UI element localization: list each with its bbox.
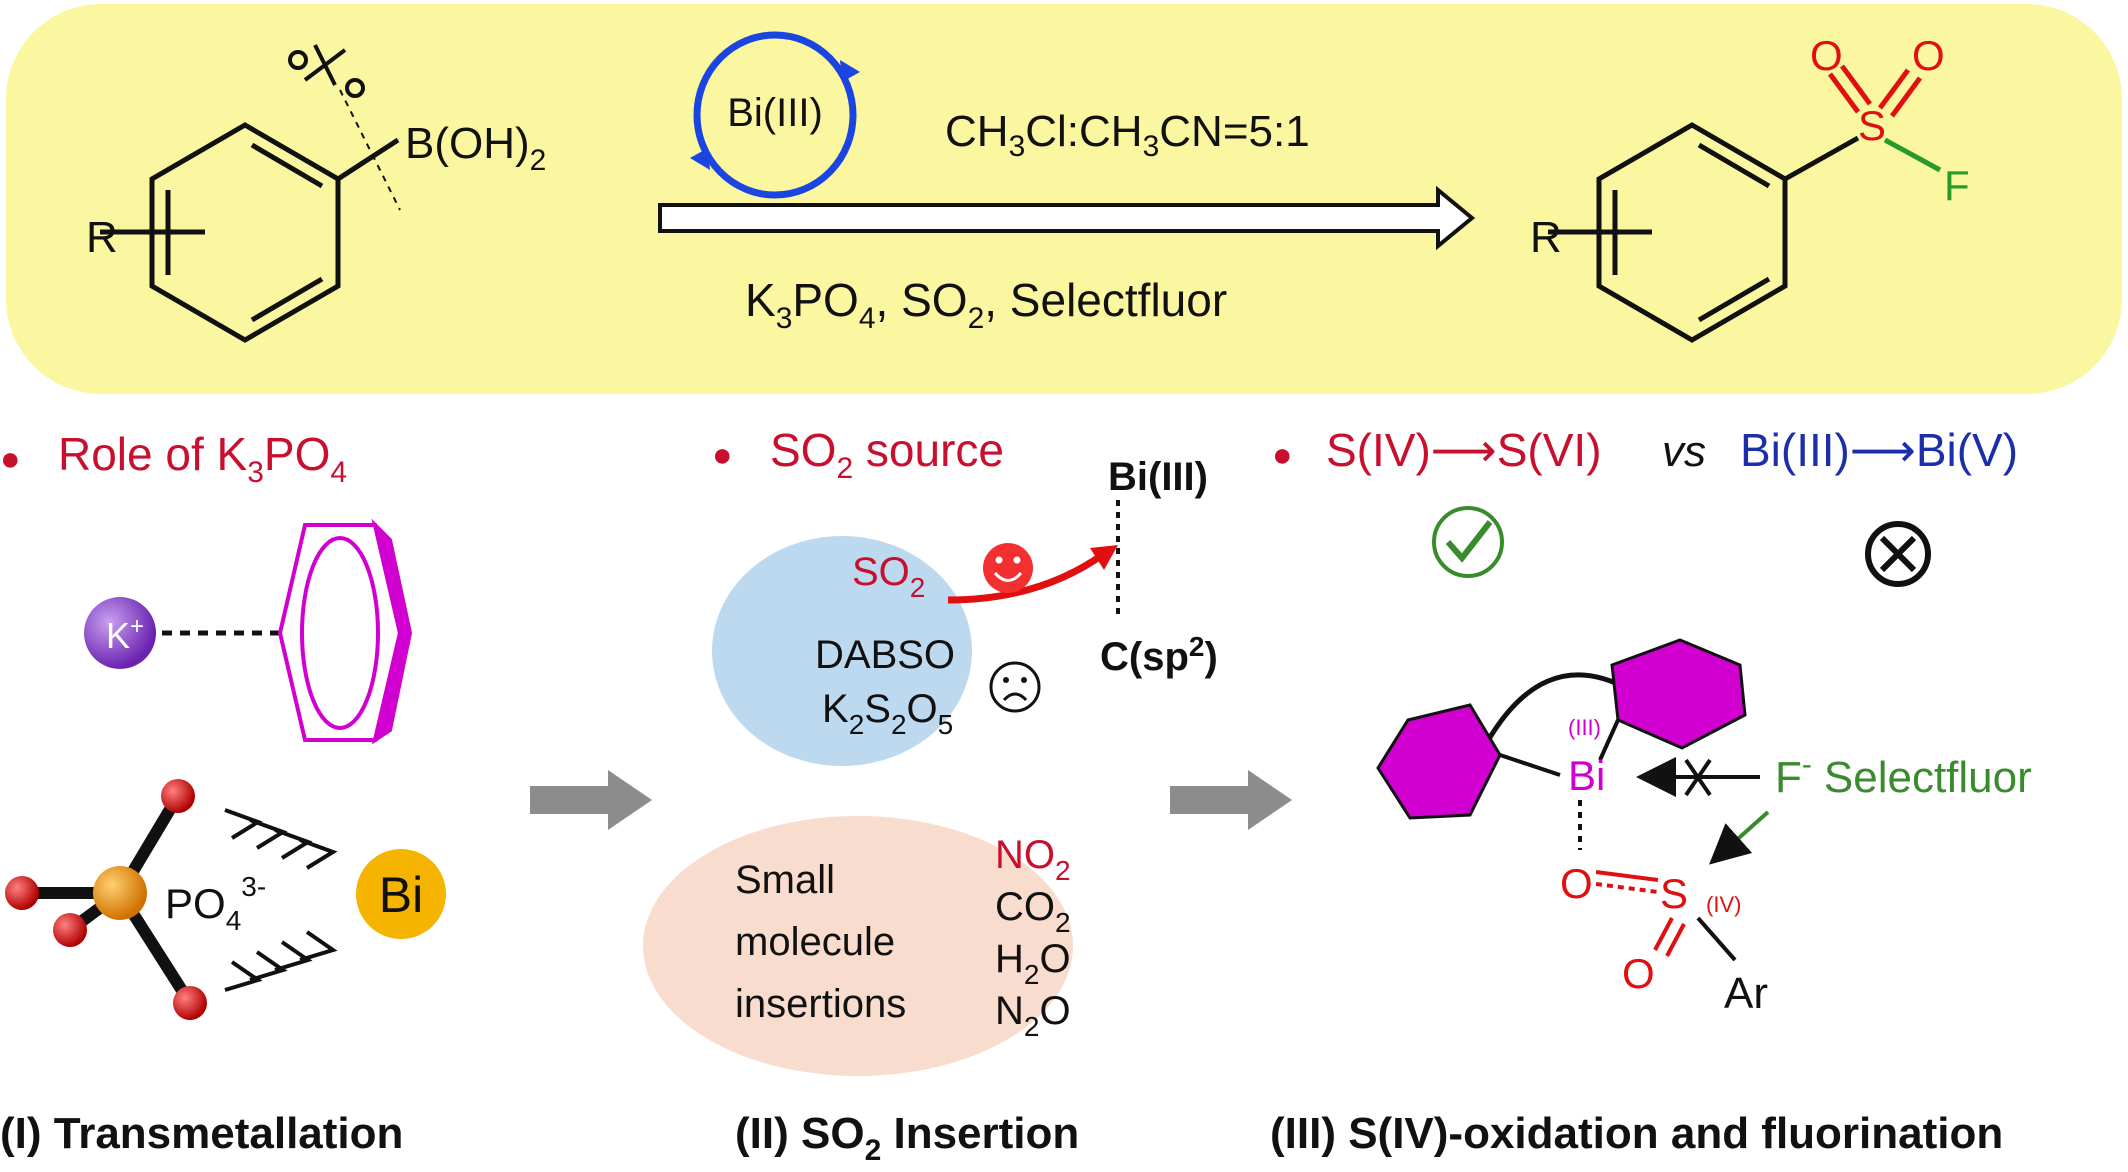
sulfinyl-oxygen: O <box>1622 950 1655 997</box>
potassium-ion <box>84 597 156 669</box>
oxygen-atom <box>173 986 207 1020</box>
panel-transmetallation: ● Role of K3PO4 K+ PO43- B <box>0 428 446 1158</box>
dabso-label: DABSO <box>815 633 955 677</box>
aryl-ring-left <box>1376 703 1502 820</box>
small-molecule-bubble <box>643 816 1073 1076</box>
reactant-benzene <box>100 122 400 343</box>
caption-oxidation-fluorination: (III) S(IV)-oxidation and fluorination <box>1270 1109 2003 1158</box>
heading-so2-source: SO2 source <box>770 424 1004 485</box>
step-arrow-2 <box>1170 770 1292 830</box>
interaction-chevrons <box>224 808 338 992</box>
gas-n2o: N2O <box>995 989 1071 1042</box>
product-oxygen-2: O <box>1912 32 1945 79</box>
oxygen-atom <box>5 876 39 910</box>
cross-icon <box>1865 521 1931 587</box>
oxygen-atom <box>53 913 87 947</box>
gas-no2: NO2 <box>995 833 1071 886</box>
insertion-arrow <box>947 550 1108 604</box>
heading-bi-oxidation: Bi(III)⟶Bi(V) <box>1740 424 2018 476</box>
solvent-label: CH3Cl:CH3CN=5:1 <box>945 107 1310 163</box>
svg-text:B(OH)2: B(OH)2 <box>405 119 546 177</box>
bullet-2: ● <box>712 436 733 474</box>
sad-face-icon <box>989 661 1041 713</box>
scissors-icon <box>288 44 365 98</box>
molecule-label: molecule <box>735 920 895 964</box>
panel-so2-insertion: ● SO2 source Bi(III) C(sp2) SO2 DABSO K2… <box>643 424 1218 1167</box>
product-benzene <box>1548 122 1860 343</box>
check-icon <box>1432 506 1504 578</box>
bridging-oxygen: O <box>1560 860 1593 907</box>
k2s2o5-label: K2S2O5 <box>822 687 953 740</box>
gas-co2: CO2 <box>995 885 1071 938</box>
bi-oxidation-state: (III) <box>1568 715 1601 740</box>
fluoride-label: F-Selectfluor <box>1775 748 2032 802</box>
blocked-mark-icon <box>1684 758 1712 797</box>
bullet-3: ● <box>1272 436 1293 474</box>
reaction-arrow <box>658 185 1476 251</box>
fluoride-attack-arrow <box>1709 810 1770 865</box>
insertions-label: insertions <box>735 982 906 1026</box>
heading-role-k3po4: Role of K3PO4 <box>58 428 347 489</box>
catalyst-label: Bi(III) <box>727 91 823 135</box>
banner-background <box>6 4 2122 394</box>
svg-text:K+: K+ <box>106 613 144 656</box>
reagents-label: K3PO4, SO2, Selectfluor <box>745 274 1227 335</box>
sulfonyl-bonds <box>1827 64 1942 173</box>
aryl-label: Ar <box>1724 969 1768 1018</box>
step-arrow-1 <box>530 770 652 830</box>
gas-h2o: H2O <box>995 937 1071 990</box>
csp2-label: C(sp2) <box>1100 631 1218 679</box>
oxygen-atom <box>161 779 195 813</box>
so2-reagent-label: SO2 <box>852 550 925 603</box>
panel-oxidation-fluorination: ● S(IV)⟶S(VI) vs Bi(III)⟶Bi(V) (III) Bi … <box>1270 424 2032 1158</box>
reaction-banner: R B(OH)2 Bi(III) CH3Cl:CH3CN=5:1 K3PO4, … <box>6 4 2122 394</box>
small-label: Small <box>735 858 835 902</box>
sulfur-iv: S <box>1660 870 1688 917</box>
product-r-label: R <box>1530 213 1562 262</box>
bullet-1: ● <box>0 440 21 478</box>
bismuth-atom <box>356 849 446 939</box>
boronic-acid-label: B(OH) <box>405 119 530 168</box>
happy-face-icon <box>983 543 1033 593</box>
caption-transmetallation: (I) Transmetallation <box>0 1109 403 1158</box>
caption-so2-insertion: (II) SO2 Insertion <box>735 1109 1079 1167</box>
product-sulfur: S <box>1858 102 1886 149</box>
catalyst-cycle-icon <box>690 31 860 199</box>
potassium-label: K <box>106 615 130 656</box>
sulfur-oxidation-state: (IV) <box>1706 892 1741 917</box>
heading-s-oxidation: S(IV)⟶S(VI) <box>1326 424 1602 476</box>
product-oxygen-1: O <box>1810 32 1843 79</box>
aryl-ring-right <box>1610 638 1747 750</box>
phosphate-label: PO43- <box>165 871 266 936</box>
benzene-ring-edge <box>277 518 413 745</box>
bismuth-label: Bi <box>379 867 423 923</box>
bi3-label: Bi(III) <box>1108 455 1208 499</box>
so2-source-bubble <box>712 536 972 766</box>
reactant-r-label: R <box>86 213 118 262</box>
product-fluorine: F <box>1944 162 1970 209</box>
phosphorus-atom <box>93 866 147 920</box>
vs-label: vs <box>1662 427 1706 476</box>
bi-center-label: Bi <box>1568 752 1605 799</box>
biaryl-bridge <box>1477 672 1632 757</box>
bond-cleavage-line <box>339 89 401 211</box>
